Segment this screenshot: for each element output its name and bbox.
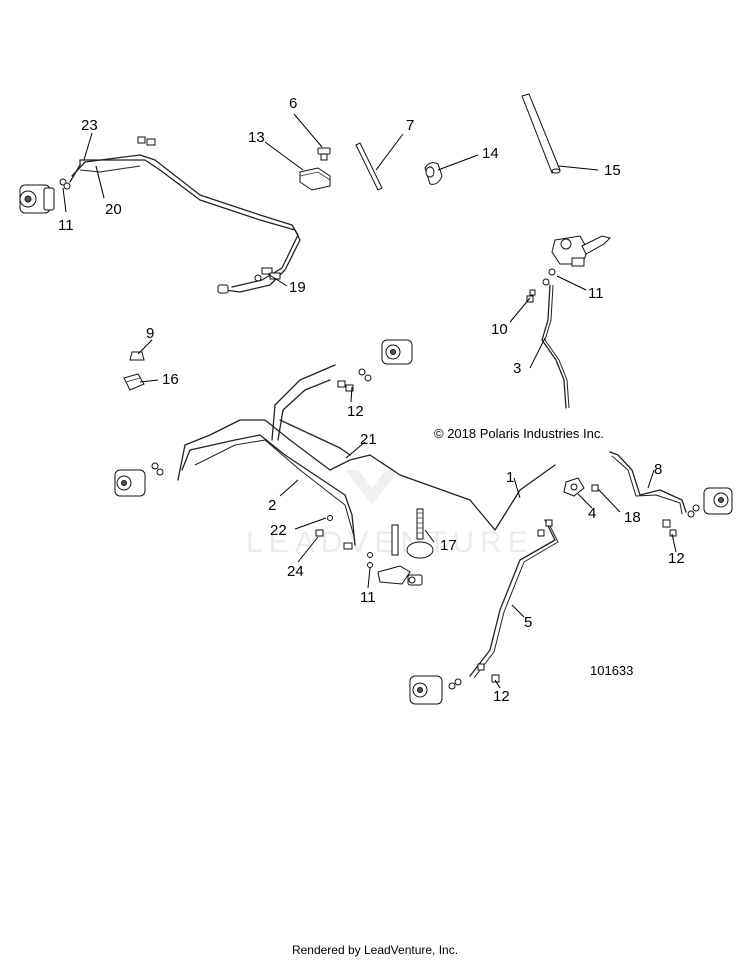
watermark: LEADVENTURE (246, 470, 534, 559)
washer (59, 178, 67, 186)
clip-part-16 (123, 373, 145, 391)
callout-9: 9 (146, 325, 154, 342)
caliper-right (703, 487, 733, 515)
callout-6: 6 (289, 95, 297, 112)
washer-part-22 (327, 515, 333, 521)
bracket-part-4 (563, 477, 585, 497)
callout-21: 21 (360, 431, 377, 448)
callout-14: 14 (482, 145, 499, 162)
bolt-part-6 (317, 147, 331, 161)
fitting-part-24 (315, 529, 324, 537)
callout-12-mid: 12 (347, 403, 364, 420)
callout-11-bottom: 11 (360, 589, 376, 606)
brake-line-20-23-assembly (19, 136, 301, 294)
callout-5: 5 (524, 614, 532, 631)
grommet-part-14 (424, 162, 443, 185)
callout-3: 3 (513, 360, 521, 377)
clip-part-13 (299, 167, 331, 191)
nut-part-9 (129, 351, 145, 361)
leader-lines (62, 113, 677, 689)
callout-20: 20 (105, 201, 122, 218)
caliper-top-left (19, 184, 55, 214)
callout-16: 16 (162, 371, 179, 388)
callout-12-right: 12 (668, 550, 685, 567)
callouts: 23 20 11 6 13 7 14 15 19 11 10 3 9 16 12… (58, 95, 685, 705)
oring-part-17 (406, 541, 434, 559)
brake-line-bundle (177, 364, 556, 546)
fitting-part-18 (591, 484, 599, 492)
callout-13: 13 (248, 129, 265, 146)
callout-1: 1 (506, 469, 514, 486)
callout-23: 23 (81, 117, 98, 134)
footer-credit: Rendered by LeadVenture, Inc. (291, 943, 459, 957)
callout-4: 4 (588, 505, 596, 522)
callout-15: 15 (604, 162, 621, 179)
callout-24: 24 (287, 563, 304, 580)
watermark-text: LEADVENTURE (246, 526, 534, 559)
spring-part-17 (416, 508, 424, 540)
callout-7: 7 (406, 117, 414, 134)
callout-17: 17 (440, 537, 457, 554)
callout-18: 18 (624, 509, 641, 526)
pin-part-7 (355, 142, 383, 191)
master-cylinder-center (377, 524, 423, 586)
master-cylinder-right (551, 235, 611, 267)
callout-12-bottom: 12 (493, 688, 510, 705)
hose-part-15 (521, 93, 561, 174)
figure-number: 101633 (590, 663, 633, 678)
callout-10: 10 (491, 321, 508, 338)
callout-2: 2 (268, 497, 276, 514)
caliper-mid-left (114, 469, 146, 497)
callout-11-right: 11 (588, 285, 604, 302)
callout-8: 8 (654, 461, 662, 478)
caliper-mid-top (381, 339, 413, 365)
callout-19: 19 (289, 279, 306, 296)
copyright: © 2018 Polaris Industries Inc. (434, 426, 604, 441)
callout-11-top-left: 11 (58, 217, 74, 234)
callout-22: 22 (270, 522, 287, 539)
caliper-bottom (409, 675, 443, 705)
